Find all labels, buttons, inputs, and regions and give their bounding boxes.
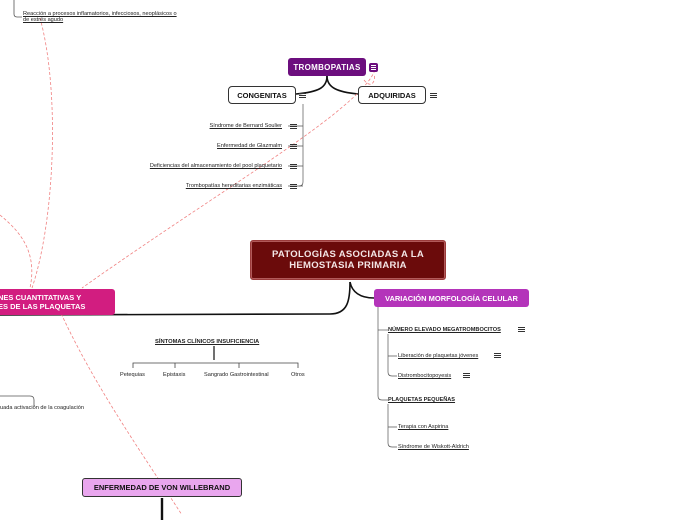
notes-icon[interactable] [289,162,298,171]
leaf-pool-plaquetario[interactable]: Deficiencias del almacenamiento del pool… [149,163,282,169]
alteraciones-line1: NES CUANTITATIVAS Y [0,293,82,302]
topic-sintomas-clinicos[interactable]: SÍNTOMAS CLÍNICOS INSUFICIENCIA [155,339,260,345]
leaf-terapia-aspirina[interactable]: Terapia con Aspirina [398,424,449,430]
topic-congenitas[interactable]: CONGENITAS [228,86,296,104]
topic-von-willebrand[interactable]: ENFERMEDAD DE VON WILLEBRAND [82,478,242,497]
leaf-activacion-coagulacion[interactable]: uada activación de la coagulación [0,405,84,411]
leaf-otros[interactable]: Otros [291,372,305,378]
notes-icon[interactable] [289,122,298,131]
notes-icon[interactable] [289,182,298,191]
note-inflamatorios-line2[interactable]: de estrés agudo [23,17,64,23]
topic-plaquetas-pequenas[interactable]: PLAQUETAS PEQUEÑAS [388,397,456,403]
topic-trombopatias[interactable]: TROMBOPATIAS [288,58,366,76]
topic-alteraciones-plaquetas[interactable]: NES CUANTITATIVAS Y ES DE LAS PLAQUETAS [0,289,115,315]
notes-icon[interactable] [517,325,526,334]
notes-icon[interactable] [462,371,471,380]
topic-adquiridas[interactable]: ADQUIRIDAS [358,86,426,104]
topic-variacion-morfologia[interactable]: VARIACIÓN MORFOLOGÍA CELULAR [374,289,529,307]
notes-icon[interactable] [369,63,378,72]
notes-icon[interactable] [429,91,438,100]
notes-icon[interactable] [298,91,307,100]
leaf-bernard-soulier[interactable]: Síndrome de Bernard Soulier [209,123,282,129]
leaf-petequias[interactable]: Petequias [120,372,145,378]
leaf-distrombocitopoyesis[interactable]: Distrombocitopoyesis [398,373,452,379]
notes-icon[interactable] [493,351,502,360]
central-topic[interactable]: PATOLOGÍAS ASOCIADAS A LA HEMOSTASIA PRI… [250,240,446,280]
central-title-line2: HEMOSTASIA PRIMARIA [289,260,407,271]
notes-icon[interactable] [289,142,298,151]
leaf-sangrado-gastrointestinal[interactable]: Sangrado Gastrointestinal [204,372,269,378]
topic-numero-elevado[interactable]: NÚMERO ELEVADO MEGATROMBOCITOS [388,327,501,333]
note-inflamatorios-line1[interactable]: Reacción a procesos inflamatorios, infec… [23,11,177,17]
leaf-wiskott-aldrich[interactable]: Síndrome de Wiskott-Aldrich [398,444,469,450]
leaf-epistaxis[interactable]: Epistaxis [163,372,186,378]
central-title-line1: PATOLOGÍAS ASOCIADAS A LA [271,249,425,260]
leaf-plaquetas-jovenes[interactable]: Liberación de plaquetas jóvenes [398,353,479,359]
leaf-glazmalm[interactable]: Enfermedad de Glazmalm [217,143,282,149]
leaf-enzimaticas[interactable]: Trombopatías hereditarias enzimáticas [185,183,282,189]
alteraciones-line2: ES DE LAS PLAQUETAS [0,302,86,311]
